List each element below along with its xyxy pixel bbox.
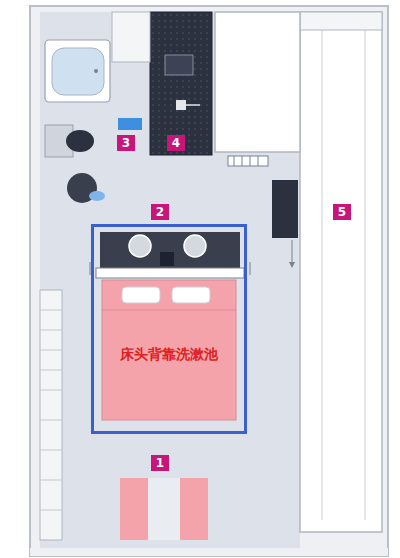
callout-number: 4 <box>167 135 185 151</box>
washbasin <box>184 235 206 257</box>
partition-wall <box>215 12 300 152</box>
wardrobe <box>300 12 382 532</box>
rug <box>180 478 208 540</box>
callout-text: 2 <box>155 205 165 219</box>
callout-number: 2 <box>151 204 169 220</box>
shelving <box>40 290 62 540</box>
pillow <box>172 287 210 303</box>
shower <box>150 12 212 155</box>
callout-text: 3 <box>121 136 131 150</box>
highlight-frame: 床头背靠洗漱池 <box>91 224 247 434</box>
callout-text: 1 <box>155 456 165 470</box>
callout-text: 4 <box>171 136 181 150</box>
callout-number: 1 <box>151 455 169 471</box>
note-text: 床头背靠洗漱池 <box>94 345 244 363</box>
pillow <box>122 287 160 303</box>
door-panel <box>272 180 298 238</box>
callout-number: 5 <box>333 204 351 220</box>
floor <box>40 12 300 548</box>
toilet <box>66 130 94 152</box>
washbasin <box>129 235 151 257</box>
outer-wall <box>30 6 388 556</box>
bathtub <box>45 40 110 102</box>
sink-counter <box>100 232 240 272</box>
callout-text: 5 <box>337 205 347 219</box>
callout-number: 3 <box>117 135 135 151</box>
rug <box>120 478 148 540</box>
bath-mat <box>118 118 142 130</box>
